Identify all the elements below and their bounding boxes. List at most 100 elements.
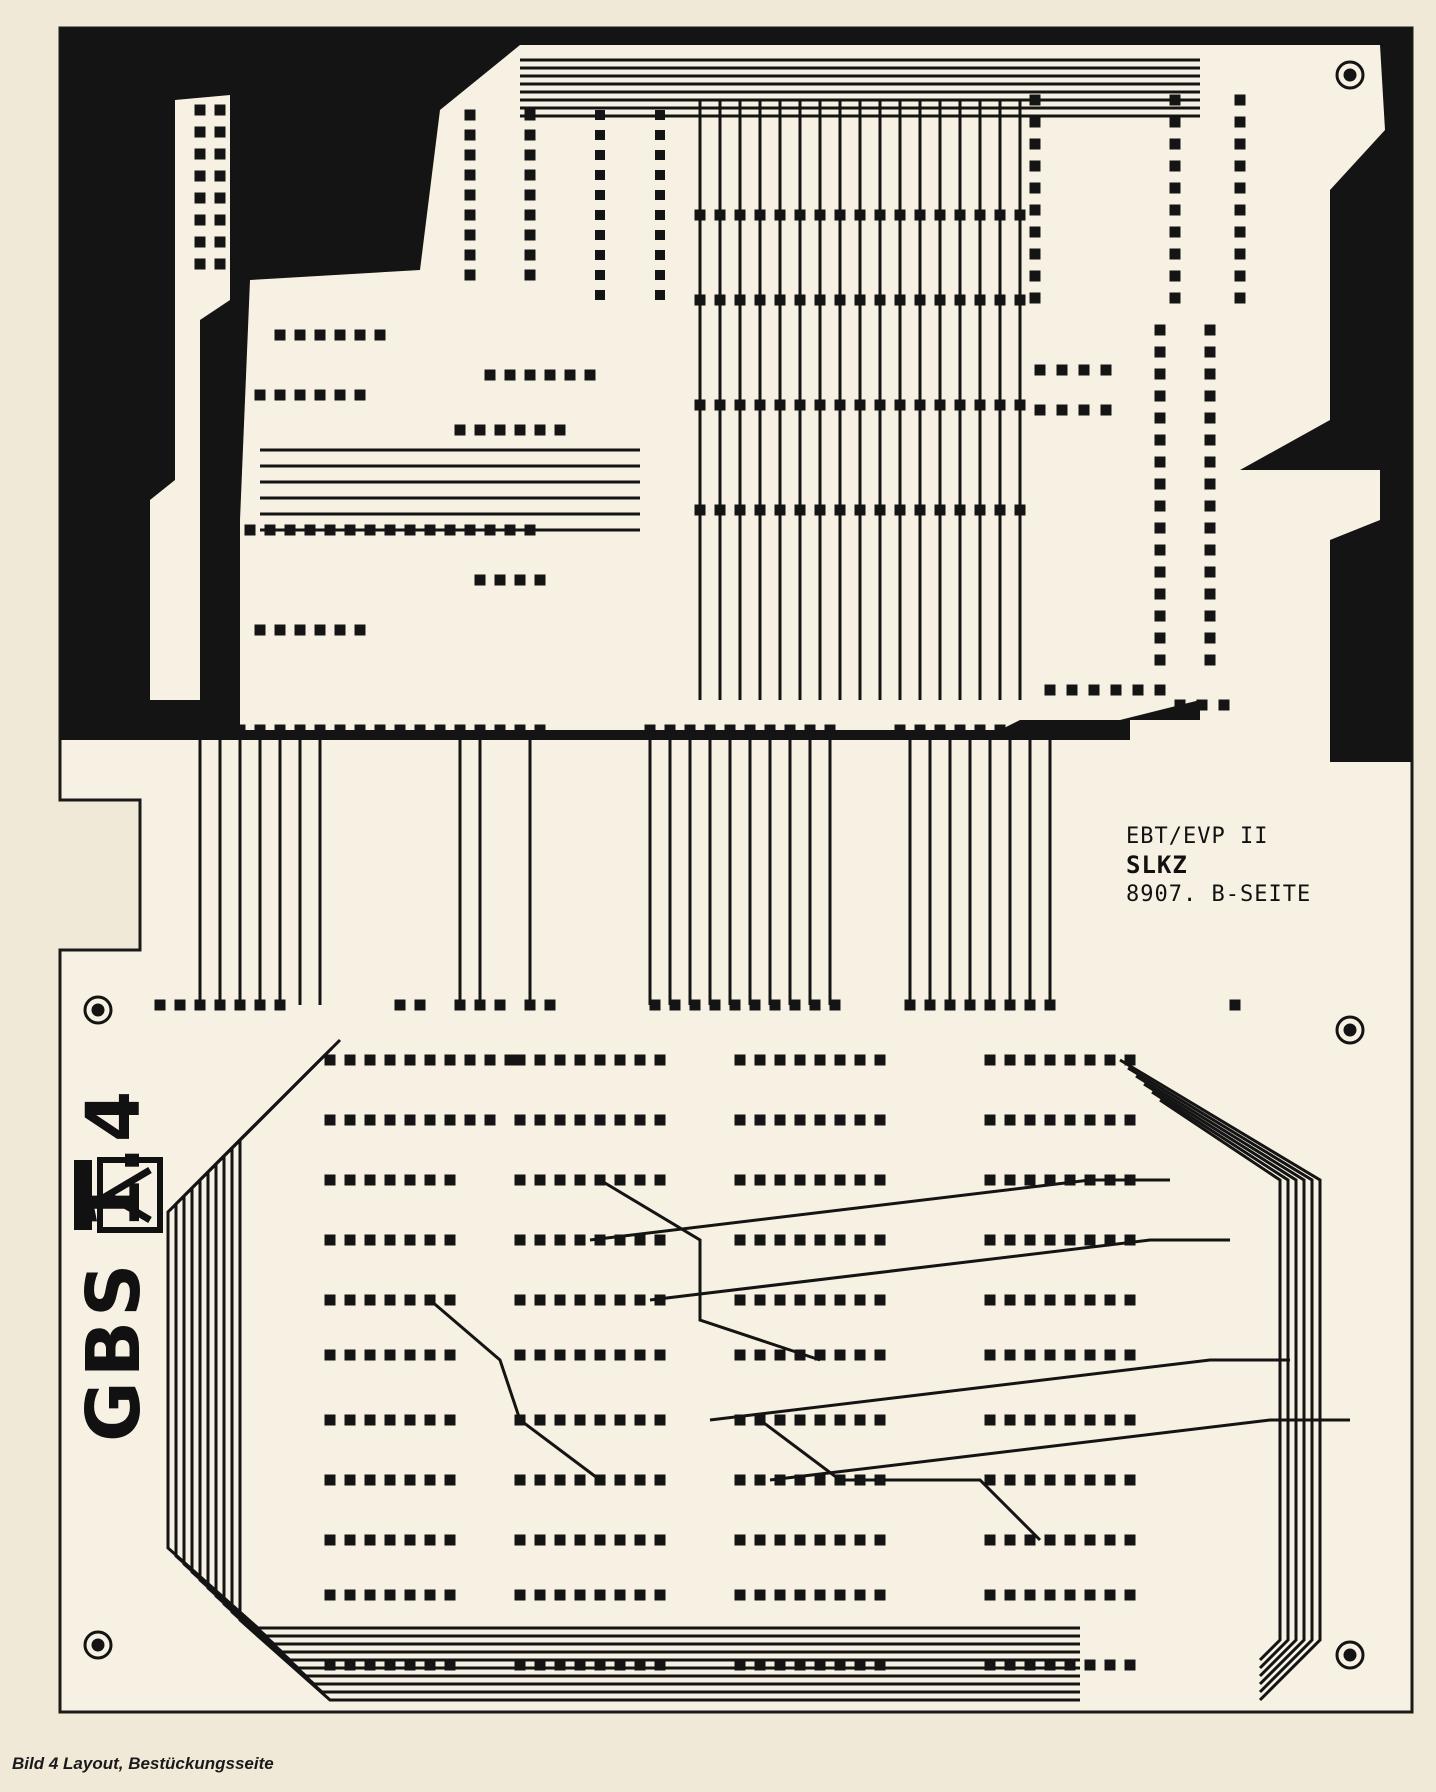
solder-pad bbox=[954, 399, 966, 411]
solder-pad bbox=[1132, 684, 1144, 696]
solder-pad bbox=[344, 1414, 356, 1426]
solder-pad bbox=[774, 1114, 786, 1126]
solder-pad bbox=[444, 1234, 456, 1246]
solder-pad bbox=[1029, 116, 1041, 128]
solder-pad bbox=[754, 504, 766, 516]
solder-pad bbox=[614, 1659, 626, 1671]
solder-pad bbox=[1104, 1234, 1116, 1246]
solder-pad bbox=[364, 116, 376, 128]
solder-pad bbox=[894, 504, 906, 516]
solder-pad bbox=[794, 1474, 806, 1486]
solder-pad bbox=[444, 1659, 456, 1671]
solder-pad bbox=[1124, 1534, 1136, 1546]
solder-pad bbox=[714, 504, 726, 516]
solder-pad bbox=[814, 1414, 826, 1426]
solder-pad bbox=[1169, 292, 1181, 304]
solder-pad bbox=[474, 724, 486, 736]
solder-pad bbox=[424, 1114, 436, 1126]
solder-pad bbox=[794, 504, 806, 516]
solder-pad bbox=[834, 1474, 846, 1486]
solder-pad bbox=[874, 399, 886, 411]
solder-pad bbox=[344, 1349, 356, 1361]
solder-pad bbox=[594, 1174, 606, 1186]
solder-pad bbox=[655, 210, 665, 220]
copper-trace bbox=[166, 1110, 1080, 1630]
solder-pad bbox=[834, 1414, 846, 1426]
solder-pad bbox=[789, 999, 801, 1011]
solder-pad bbox=[1034, 364, 1046, 376]
solder-pad bbox=[444, 1054, 456, 1066]
solder-pad bbox=[1154, 324, 1166, 336]
solder-pad bbox=[514, 724, 526, 736]
solder-pad bbox=[584, 369, 596, 381]
solder-pad bbox=[984, 1054, 996, 1066]
solder-pad bbox=[594, 1414, 606, 1426]
solder-pad bbox=[444, 1589, 456, 1601]
solder-pad bbox=[634, 1414, 646, 1426]
solder-pad bbox=[254, 724, 266, 736]
solder-pad bbox=[694, 209, 706, 221]
solder-pad bbox=[774, 294, 786, 306]
solder-pad bbox=[1154, 368, 1166, 380]
solder-pad bbox=[1154, 522, 1166, 534]
solder-pad bbox=[1044, 1589, 1056, 1601]
solder-pad bbox=[914, 209, 926, 221]
solder-pad bbox=[324, 204, 336, 216]
solder-pad bbox=[794, 1294, 806, 1306]
solder-pad bbox=[404, 1174, 416, 1186]
solder-pad bbox=[984, 1474, 996, 1486]
solder-pad bbox=[484, 369, 496, 381]
solder-pad bbox=[574, 1534, 586, 1546]
solder-pad bbox=[874, 1174, 886, 1186]
solder-pad bbox=[734, 1174, 746, 1186]
solder-pad bbox=[794, 1234, 806, 1246]
solder-pad bbox=[364, 1414, 376, 1426]
solder-pad bbox=[734, 504, 746, 516]
solder-pad bbox=[814, 1294, 826, 1306]
solder-pad bbox=[424, 1234, 436, 1246]
solder-pad bbox=[634, 1174, 646, 1186]
solder-pad bbox=[464, 129, 476, 141]
solder-pad bbox=[1064, 1659, 1076, 1671]
solder-pad bbox=[734, 1114, 746, 1126]
solder-pad bbox=[754, 1474, 766, 1486]
solder-pad bbox=[1084, 1349, 1096, 1361]
solder-pad bbox=[514, 1349, 526, 1361]
solder-pad bbox=[534, 1534, 546, 1546]
solder-pad bbox=[1154, 500, 1166, 512]
copper-trace bbox=[1143, 1082, 1298, 1678]
solder-pad bbox=[1034, 404, 1046, 416]
solder-pad bbox=[544, 999, 556, 1011]
solder-pad bbox=[734, 1234, 746, 1246]
solder-pad bbox=[814, 294, 826, 306]
solder-pad bbox=[994, 504, 1006, 516]
solder-pad bbox=[1234, 138, 1246, 150]
solder-pad bbox=[894, 294, 906, 306]
solder-pad bbox=[834, 1589, 846, 1601]
solder-pad bbox=[595, 130, 605, 140]
solder-pad bbox=[314, 160, 326, 172]
solder-pad bbox=[614, 1054, 626, 1066]
solder-pad bbox=[1004, 1294, 1016, 1306]
solder-pad bbox=[1154, 478, 1166, 490]
solder-pad bbox=[974, 399, 986, 411]
solder-pad bbox=[1174, 699, 1186, 711]
solder-pad bbox=[274, 389, 286, 401]
solder-pad bbox=[984, 1174, 996, 1186]
solder-pad bbox=[574, 1589, 586, 1601]
solder-pad bbox=[444, 1114, 456, 1126]
solder-pad bbox=[904, 999, 916, 1011]
solder-pad bbox=[344, 116, 356, 128]
solder-pad bbox=[834, 1054, 846, 1066]
solder-pad bbox=[754, 1659, 766, 1671]
solder-pad bbox=[1084, 1659, 1096, 1671]
solder-pad bbox=[324, 1349, 336, 1361]
solder-pad bbox=[494, 724, 506, 736]
solder-pad bbox=[424, 1174, 436, 1186]
solder-pad bbox=[1204, 412, 1216, 424]
solder-pad bbox=[914, 724, 926, 736]
solder-pad bbox=[404, 1349, 416, 1361]
copper-trace bbox=[649, 1238, 1230, 1302]
solder-pad bbox=[544, 369, 556, 381]
solder-pad bbox=[404, 1294, 416, 1306]
